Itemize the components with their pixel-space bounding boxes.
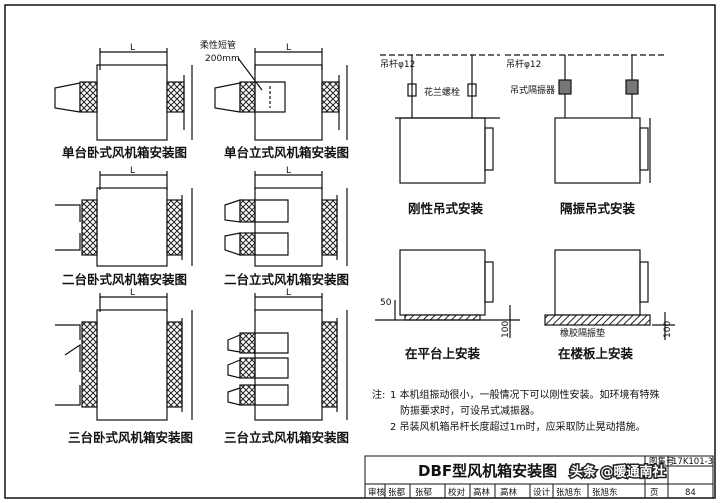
callout-flexible-pipe: 柔性短管 (200, 39, 236, 51)
pad-label: 橡胶隔振垫 (560, 327, 605, 339)
rod-label: 吊杆φ12 (506, 58, 541, 70)
dim-label: L (286, 288, 291, 298)
single-vertical-drawing (214, 48, 348, 141)
dim-label: L (286, 166, 291, 176)
title-block (364, 455, 714, 499)
caption-triple-vertical: 三台立式风机箱安装图 (224, 430, 349, 445)
dim-label: L (130, 288, 135, 298)
caption-single-horizontal: 单台卧式风机箱安装图 (62, 145, 187, 160)
title-block-role: 审核 (368, 487, 386, 498)
floor-drawing (544, 249, 675, 340)
title-block-role: 设计 (533, 487, 551, 498)
title-block-signature: 张旭东 (592, 487, 618, 498)
title-block-signature: 高林 (500, 487, 518, 498)
atlas-number: 17K101-3 (672, 457, 713, 467)
dim-label: L (286, 43, 291, 53)
rigid-hanging-drawing (380, 54, 500, 184)
title-block-role: 校对 (448, 487, 466, 498)
title-block-name: 张都 (388, 488, 406, 498)
platform-drawing (375, 249, 520, 338)
title-block-signature: 张郁 (415, 487, 433, 498)
caption-isolated-hanging: 隔振吊式安装 (560, 201, 636, 216)
isolated-hanging-drawing (505, 54, 665, 184)
watermark: 头条 @暖通南社 (570, 464, 666, 480)
caption-double-vertical: 二台立式风机箱安装图 (224, 272, 349, 287)
isolator-label: 吊式隔振器 (510, 84, 555, 96)
caption-rigid-hanging: 刚性吊式安装 (408, 201, 484, 216)
caption-double-horizontal: 二台卧式风机箱安装图 (62, 272, 187, 287)
dim-label: L (130, 43, 135, 53)
notes-line: 2 吊装风机箱吊杆长度超过1m时，应采取防止晃动措施。 (390, 420, 646, 433)
caption-platform: 在平台上安装 (405, 346, 481, 361)
callout-size: 200mm (205, 54, 240, 64)
double-horizontal-drawing (55, 171, 193, 267)
dim-label: L (130, 166, 135, 176)
notes-heading: 注: (372, 388, 385, 401)
dim-50: 50 (380, 298, 392, 308)
triple-horizontal-drawing (55, 293, 193, 421)
page-number: 84 (685, 488, 696, 498)
notes-line: 防振要求时，可设吊式减振器。 (400, 404, 540, 417)
rod-label: 吊杆φ12 (380, 58, 415, 70)
atlas-label: 图集号 (649, 456, 675, 467)
dim-100: 100 (501, 321, 511, 338)
caption-single-vertical: 单台立式风机箱安装图 (224, 145, 349, 160)
bolt-label: 花兰螺栓 (424, 86, 460, 98)
caption-triple-horizontal: 三台卧式风机箱安装图 (68, 430, 193, 445)
sheet-border (4, 4, 716, 499)
title-block-name: 高林 (473, 487, 491, 498)
title-block-name: 张旭东 (556, 487, 582, 498)
page-label: 页 (650, 488, 659, 498)
caption-floor: 在楼板上安装 (558, 346, 634, 361)
notes-line: 1 本机组振动很小，一般情况下可以刚性安装。如环境有特殊 (390, 388, 660, 401)
triple-vertical-drawing (227, 293, 348, 421)
single-horizontal-drawing (54, 48, 193, 141)
double-vertical-drawing (224, 171, 348, 267)
drawing-title: DBF型风机箱安装图 (418, 462, 557, 480)
dim-100: 100 (663, 321, 673, 338)
